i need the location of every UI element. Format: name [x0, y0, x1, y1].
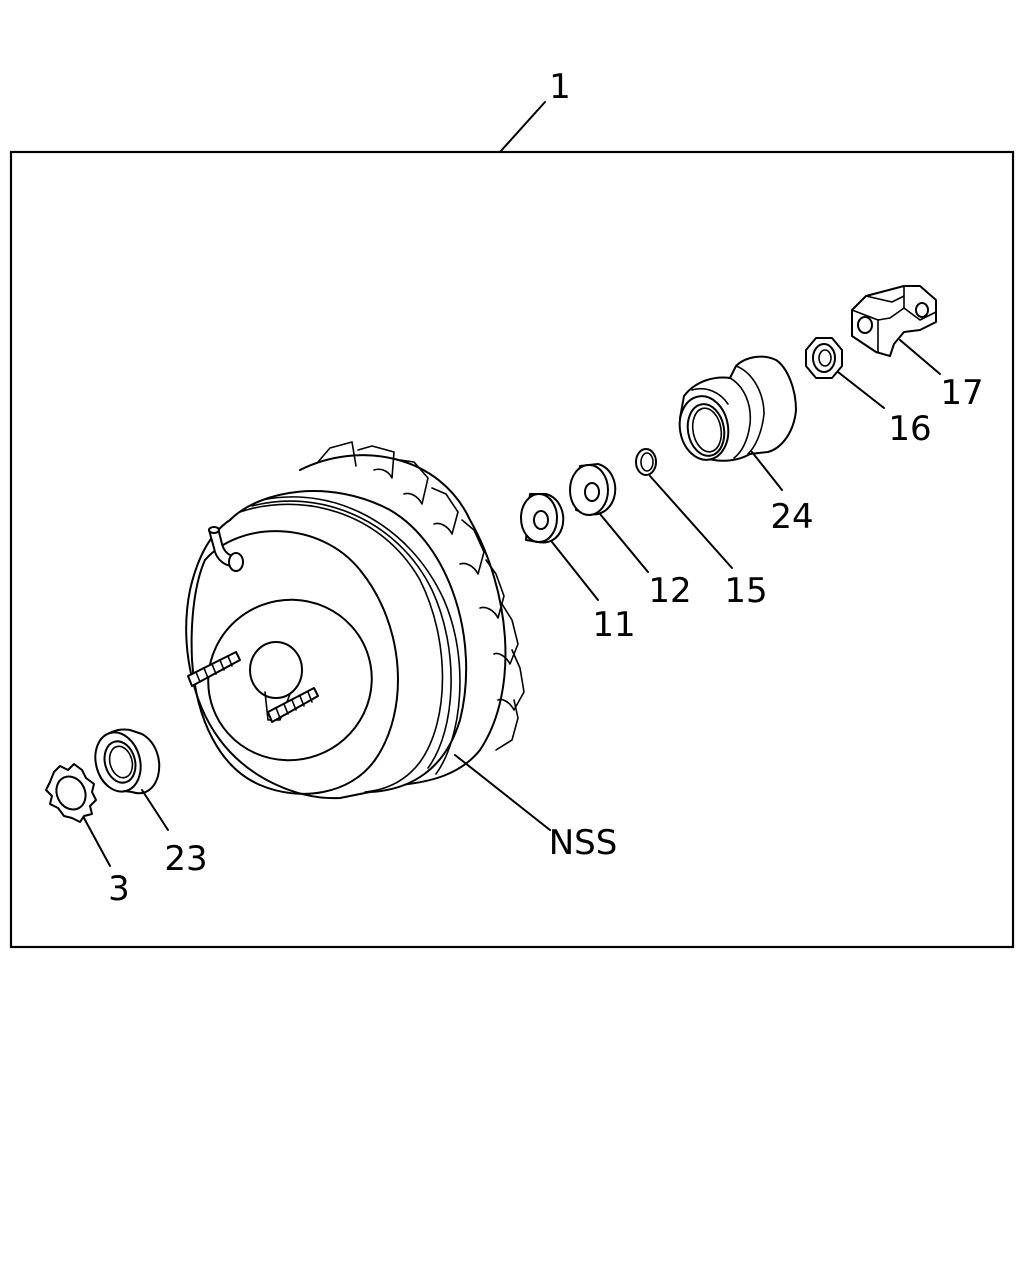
lock-washer	[45, 763, 97, 823]
leader-lock-washer	[83, 817, 111, 867]
callout-dust-boot: 24	[770, 497, 813, 537]
leader-nut	[837, 371, 885, 409]
callout-brake-booster: NSS	[549, 823, 618, 863]
leader-assembly	[499, 101, 546, 153]
leader-spacer-b	[599, 513, 649, 573]
clevis	[851, 285, 937, 357]
leader-seal	[141, 789, 169, 831]
assembly-frame	[9, 150, 1015, 949]
nut	[805, 337, 843, 379]
leader-clevis	[899, 339, 941, 375]
o-ring	[635, 448, 657, 476]
leader-dust-boot	[751, 451, 783, 491]
callout-spacer-b: 12	[648, 571, 691, 611]
leader-brake-booster	[454, 754, 551, 831]
callout-seal: 23	[164, 839, 207, 879]
vacuum-fitting	[208, 526, 244, 572]
callout-nut: 16	[888, 409, 931, 449]
mounting-stud-right	[267, 687, 319, 723]
leader-spacer-a	[551, 541, 599, 601]
brake-booster	[185, 441, 525, 800]
callout-o-ring: 15	[724, 571, 767, 611]
seal	[94, 728, 161, 795]
callout-assembly: 1	[549, 67, 571, 107]
leader-o-ring	[649, 475, 733, 569]
dust-boot	[678, 355, 797, 462]
callout-clevis: 17	[940, 373, 983, 413]
mounting-stud-left	[187, 651, 241, 687]
callout-lock-washer: 3	[108, 869, 130, 909]
spacer-b	[569, 463, 617, 516]
spacer-a	[520, 493, 565, 544]
callout-spacer-a: 11	[592, 605, 635, 645]
